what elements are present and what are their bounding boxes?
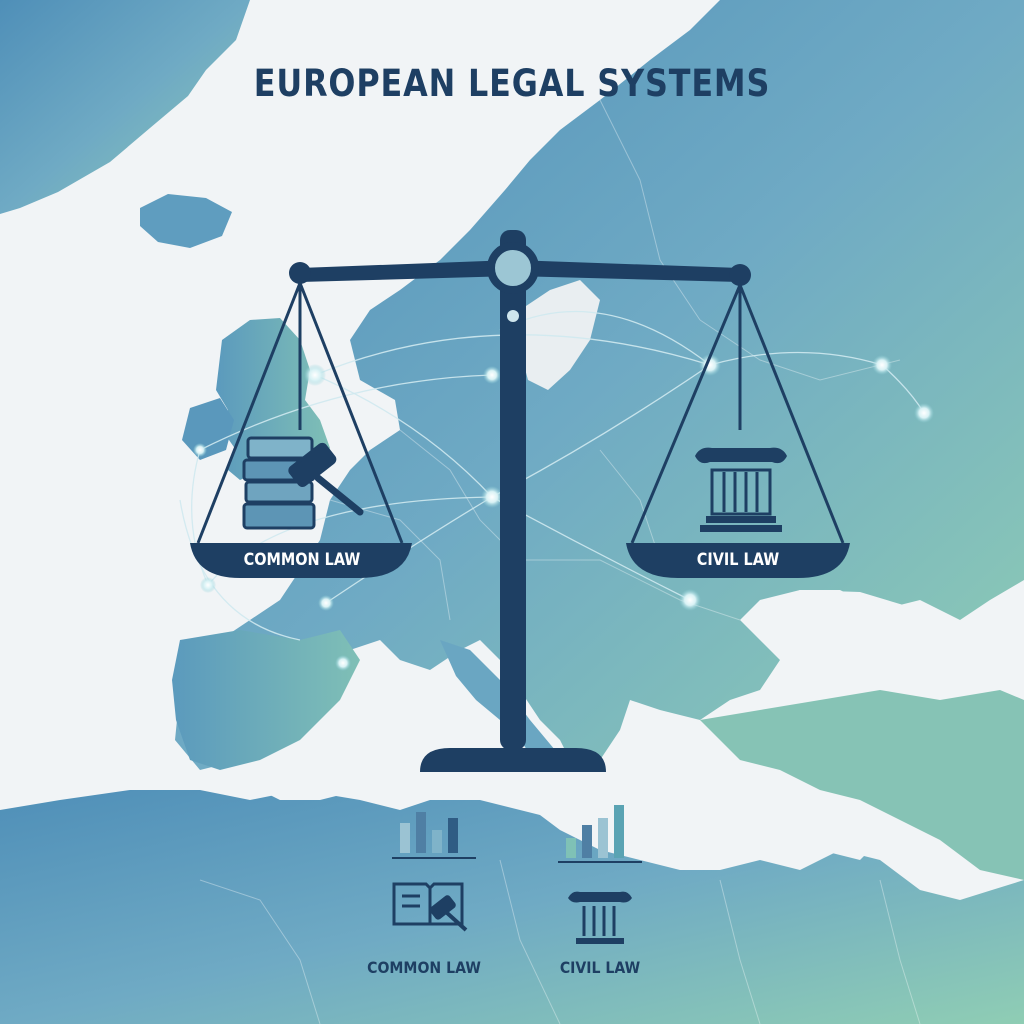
network-nodes: [193, 354, 934, 671]
scale-of-justice: [190, 230, 850, 772]
landmass-anatomia: [700, 690, 1024, 880]
right-pan: [626, 543, 850, 578]
landmass-iberia: [172, 630, 360, 770]
books-gavel-icon: [242, 436, 364, 530]
legend-right-label: CIVIL LAW: [559, 958, 641, 977]
landmass-africa: [0, 790, 1024, 1024]
left-pan: [190, 543, 412, 578]
scale-pivot: [487, 242, 539, 294]
scale-pillar: [500, 230, 526, 750]
legend-greek-column-icon: [568, 891, 632, 944]
baltic-sea: [520, 280, 600, 390]
black-sea: [750, 590, 950, 668]
landmass-eurasia: [175, 0, 1024, 770]
open-book-gavel-icon: [392, 882, 468, 932]
legend-left-label: COMMON LAW: [367, 958, 481, 977]
scale-base: [420, 748, 606, 772]
landmass-ireland: [182, 398, 234, 460]
legend-right-bar-chart-icon: [558, 805, 642, 863]
landmass-greenland: [0, 0, 250, 214]
greek-column-icon: [695, 447, 787, 532]
right-pan-label: CIVIL LAW: [696, 550, 780, 570]
left-pan-label: COMMON LAW: [243, 550, 361, 570]
landmass-iceland: [140, 194, 232, 248]
page-title: EUROPEAN LEGAL SYSTEMS: [253, 62, 771, 105]
legend-left-bar-chart-icon: [392, 812, 476, 859]
mediterranean-sea: [240, 730, 880, 860]
